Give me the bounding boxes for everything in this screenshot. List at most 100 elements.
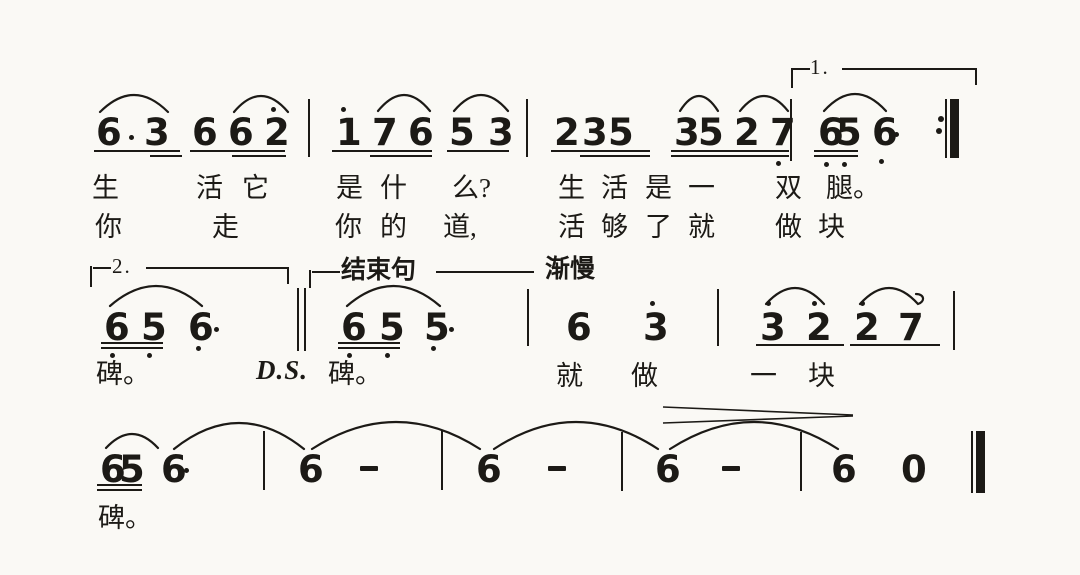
note-digit: 6 [831, 448, 857, 491]
note-digit: 6 [100, 448, 126, 491]
barline [441, 431, 443, 490]
lyric-char: 活 [196, 173, 223, 203]
bracket-tick [791, 68, 793, 88]
note-digit: 5 [608, 111, 634, 154]
note-digit: 0 [901, 448, 927, 491]
bracket-line [93, 267, 111, 269]
slur-tie-curve [858, 287, 925, 306]
octave-dot-low [347, 353, 352, 358]
lyric-char: 就 [688, 212, 715, 242]
note-digit: 3 [674, 111, 700, 154]
beam-underline [332, 150, 432, 152]
lyric-char: 块 [808, 361, 835, 391]
slur-tie-curve [104, 433, 160, 450]
slur-tie-curve [822, 92, 888, 113]
octave-dot-high [341, 107, 346, 112]
lyric-char: 的 [380, 212, 407, 242]
ending-phrase-label: 结束句 [341, 257, 417, 284]
beam-underline [338, 347, 400, 349]
note-digit: 5 [141, 306, 167, 349]
octave-dot-high [860, 301, 865, 306]
note-digit: 6 [188, 306, 214, 349]
note-digit: 3 [144, 111, 170, 154]
barline [526, 99, 528, 157]
duration-dash [722, 466, 740, 471]
repeat-dot [936, 128, 942, 134]
lyric-char: 碑。 [96, 359, 150, 389]
octave-dot-low [842, 162, 847, 167]
note-digit: 6 [192, 111, 218, 154]
barline [800, 432, 802, 491]
bracket-line [436, 271, 534, 273]
barline [953, 291, 955, 350]
note-digit: 2 [734, 111, 760, 154]
note-digit: 5 [698, 111, 724, 154]
note-digit: 3 [488, 111, 514, 154]
lyric-char: 么? [452, 173, 491, 203]
augmentation-dot [449, 327, 454, 332]
lyric-char: 双 [775, 173, 802, 203]
note-digit: 6 [298, 448, 324, 491]
note-digit: 6 [408, 111, 434, 154]
lyric-char: 碑。 [98, 503, 152, 533]
duration-dash [548, 466, 566, 471]
lyric-char: 是 [645, 173, 672, 203]
barline [304, 288, 306, 351]
bracket-line [842, 68, 977, 70]
slur-tie-curve [678, 94, 720, 113]
augmentation-dot [894, 132, 899, 137]
lyric-char: 碑。 [328, 359, 382, 389]
augmentation-dot [214, 327, 219, 332]
bracket-line [146, 267, 289, 269]
augmentation-dot [129, 135, 134, 140]
lyric-char: 一 [688, 173, 715, 203]
decrescendo-hairpin-line [662, 415, 854, 424]
tempo-label: 渐慢 [545, 256, 596, 283]
note-digit: 7 [898, 306, 924, 349]
lyric-char: 就 [556, 361, 583, 391]
beam-underline [447, 150, 509, 152]
beam-underline [850, 344, 940, 346]
note-digit: 3 [760, 306, 786, 349]
duration-dash [360, 466, 378, 471]
note-digit: 6 [476, 448, 502, 491]
bracket-line [793, 68, 810, 70]
beam-underline [190, 150, 285, 152]
barline [308, 99, 310, 157]
beam-underline [671, 155, 789, 157]
beam-underline [150, 155, 182, 157]
octave-dot-high [650, 301, 655, 306]
barline [717, 289, 719, 346]
note-digit: 3 [582, 111, 608, 154]
slur-tie-curve [98, 93, 170, 114]
decrescendo-hairpin-line [662, 406, 854, 416]
lyric-char: 块 [818, 212, 845, 242]
barline [950, 99, 959, 158]
bracket-tick [287, 268, 289, 284]
lyric-char: 你 [95, 212, 122, 242]
lyric-char: 活 [601, 173, 628, 203]
beam-underline [551, 150, 650, 152]
note-digit: 7 [372, 111, 398, 154]
lyric-char: 做 [631, 361, 658, 391]
octave-dot-low [879, 159, 884, 164]
octave-dot-high [766, 301, 771, 306]
note-digit: 2 [806, 306, 832, 349]
barline [527, 289, 529, 346]
beam-underline [97, 489, 142, 491]
barline [790, 99, 792, 161]
bracket-tick [975, 68, 977, 85]
octave-dot-low [147, 353, 152, 358]
beam-underline [370, 155, 432, 157]
bracket-line [312, 271, 340, 273]
slur-tie-curve [492, 420, 660, 451]
slur-tie-curve [172, 422, 306, 451]
note-digit: 6 [228, 111, 254, 154]
note-digit: 2 [554, 111, 580, 154]
beam-underline [756, 344, 844, 346]
beam-underline [101, 347, 163, 349]
octave-dot-low [431, 346, 436, 351]
note-digit: 1 [336, 111, 362, 154]
note-digit: 6 [655, 448, 681, 491]
